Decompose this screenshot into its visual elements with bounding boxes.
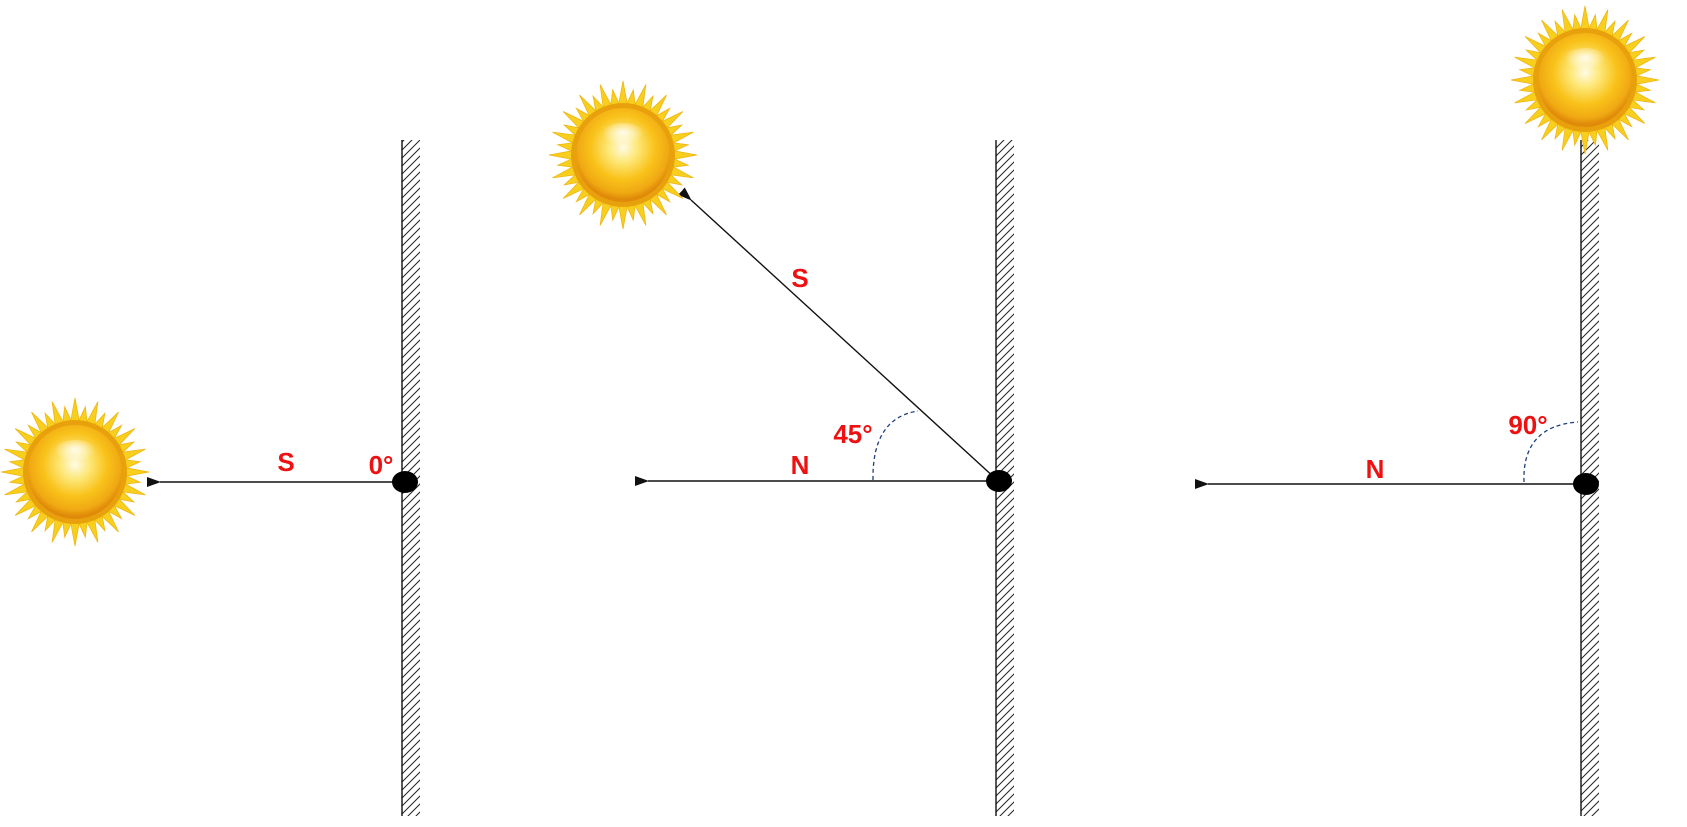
angle-label: 90° bbox=[1508, 410, 1547, 440]
sun-ray-arrow bbox=[678, 187, 997, 480]
panel-45-degrees: S N 45° bbox=[548, 80, 1014, 816]
angle-label: 0° bbox=[369, 450, 394, 480]
normal-label: N bbox=[1366, 454, 1385, 484]
contact-point bbox=[986, 470, 1012, 492]
sun-label: S bbox=[277, 447, 294, 477]
normal-label: N bbox=[791, 450, 810, 480]
panel-0-degrees: S 0° bbox=[0, 140, 420, 816]
angle-arc bbox=[872, 410, 919, 481]
contact-point bbox=[392, 471, 418, 493]
contact-point bbox=[1573, 473, 1599, 495]
sun-icon bbox=[548, 80, 698, 230]
sun-label: S bbox=[791, 263, 808, 293]
angle-label: 45° bbox=[833, 419, 872, 449]
angle-arc bbox=[1523, 421, 1579, 483]
sun-icon bbox=[0, 397, 150, 547]
sun-icon bbox=[1510, 5, 1660, 155]
panel-90-degrees: N 90° bbox=[1195, 5, 1660, 816]
